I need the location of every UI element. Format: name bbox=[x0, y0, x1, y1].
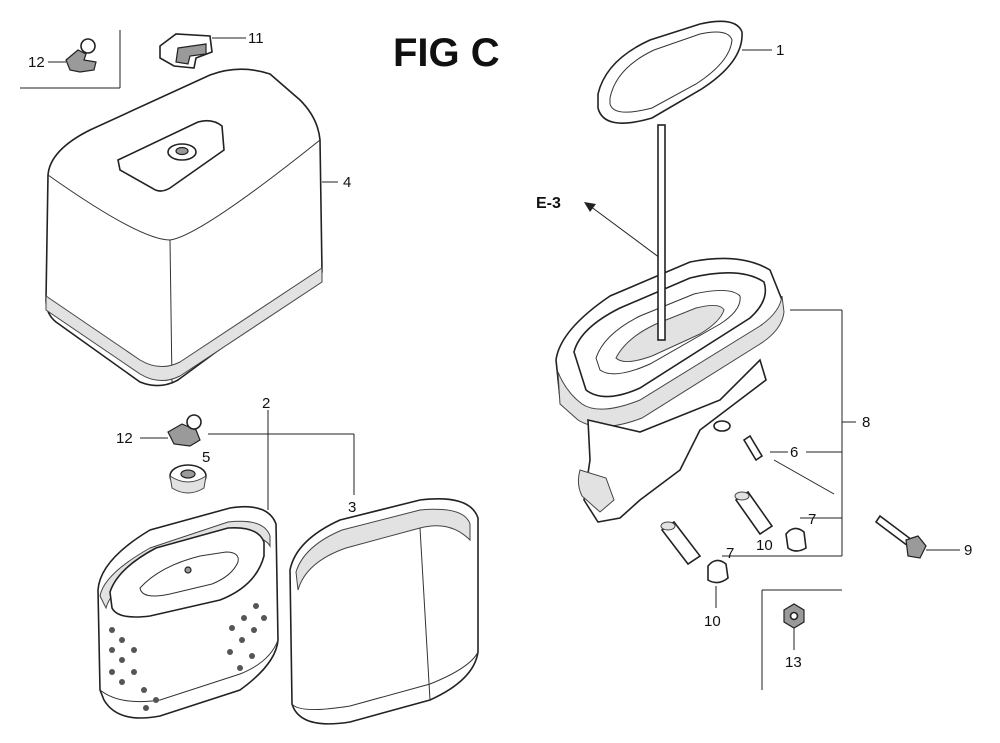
group-bracket-2-3 bbox=[208, 410, 355, 510]
case-stud bbox=[657, 124, 666, 341]
callout-13: 13 bbox=[785, 654, 802, 671]
wing-nut-part-12-top bbox=[65, 38, 97, 73]
callout-5: 5 bbox=[202, 449, 210, 466]
grommet-part-10-lower bbox=[707, 559, 729, 584]
sleeve-part-7-upper bbox=[734, 490, 774, 536]
reference-e3: E-3 bbox=[536, 195, 561, 212]
figure-title: FIG C bbox=[393, 31, 500, 75]
wing-nut-part-12-middle bbox=[167, 414, 202, 447]
part-12-bracket bbox=[20, 30, 121, 89]
group-bracket-8 bbox=[722, 309, 856, 557]
bolt-part-9 bbox=[874, 514, 927, 559]
callout-12-middle: 12 bbox=[116, 430, 133, 447]
sleeve-part-7-lower bbox=[660, 520, 702, 566]
callout-1: 1 bbox=[776, 42, 784, 59]
air-filter-element-part-2 bbox=[97, 505, 279, 719]
callout-3: 3 bbox=[348, 499, 356, 516]
callout-10-lower: 10 bbox=[704, 613, 721, 630]
callout-7-upper: 7 bbox=[808, 511, 816, 528]
callout-4: 4 bbox=[343, 174, 351, 191]
callout-11: 11 bbox=[248, 30, 264, 47]
pin-part-6 bbox=[742, 434, 764, 462]
callout-9: 9 bbox=[964, 542, 972, 559]
arrow-head-icon bbox=[584, 202, 596, 212]
air-cleaner-cover-part-4 bbox=[45, 68, 323, 387]
grommet-part-10-right bbox=[785, 527, 807, 552]
part-13-bracket bbox=[761, 589, 842, 690]
reference-arrow bbox=[589, 205, 661, 259]
callout-7-lower: 7 bbox=[726, 545, 734, 562]
filter-perforations bbox=[109, 603, 267, 711]
clip-part-11 bbox=[159, 33, 213, 69]
air-cleaner-case-part-8 bbox=[555, 257, 785, 523]
callout-12-top: 12 bbox=[28, 54, 45, 71]
callout-6: 6 bbox=[790, 444, 798, 461]
callout-2: 2 bbox=[262, 395, 270, 412]
nut-part-13 bbox=[783, 603, 805, 629]
callout-8: 8 bbox=[862, 414, 870, 431]
callout-10-right: 10 bbox=[756, 537, 773, 554]
foam-prefilter-part-3 bbox=[289, 498, 479, 725]
gasket-part-1 bbox=[597, 20, 743, 124]
grommet-part-5 bbox=[169, 464, 207, 494]
